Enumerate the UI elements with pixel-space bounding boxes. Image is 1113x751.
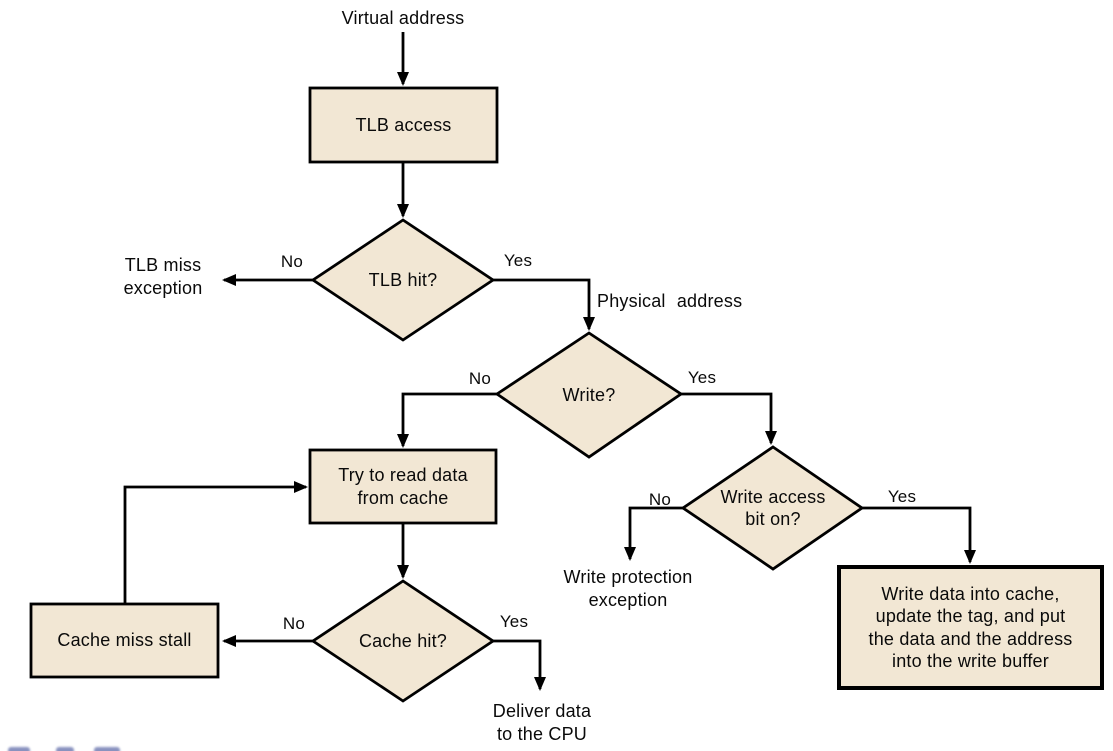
try-read-label: Try to read data from cache [338, 465, 468, 508]
tlb-hit-diamond [310, 218, 496, 342]
write-access-yes-label: Yes [887, 487, 917, 506]
cache-hit-yes-label: Yes [499, 612, 529, 631]
try-read-box [308, 448, 498, 525]
write-access-no-label: No [648, 490, 672, 509]
write-protection-exception-label: Write protection exception [563, 567, 693, 610]
cache-hit-label: Cache hit? [358, 630, 448, 651]
tlb-access-label: TLB access [355, 114, 452, 135]
edge-write-no [397, 392, 497, 448]
write-diamond [494, 331, 684, 459]
write-access-label: Write access bit on? [720, 486, 826, 530]
write-data-box [837, 565, 1104, 690]
cache-miss-stall-box [29, 602, 220, 679]
write-access-diamond [680, 445, 865, 571]
cache-hit-diamond [310, 579, 496, 703]
tlb-hit-yes-label: Yes [503, 251, 533, 270]
edge-writeaccess-no [624, 506, 683, 561]
edge-cachehit-yes [493, 639, 546, 691]
tlb-miss-exception-label: TLB miss exception [123, 255, 203, 298]
edge-write-yes [681, 392, 777, 445]
physical-address-label: Physical address [597, 291, 743, 311]
virtual-address-label: Virtual address [341, 8, 465, 28]
write-label: Write? [562, 384, 616, 405]
deliver-data-label: Deliver data to the CPU [492, 701, 592, 744]
edge-cachemiss-loop [123, 481, 308, 604]
cache-hit-no-label: No [282, 614, 306, 633]
edge-writeaccess-yes [862, 506, 976, 564]
write-data-label: Write data into cache, update the tag, a… [868, 583, 1073, 672]
cropped-footer-text-artifact [8, 745, 138, 751]
edge-tlbhit-yes [493, 278, 595, 331]
tlb-access-box [308, 86, 499, 164]
write-yes-label: Yes [687, 368, 717, 387]
cache-miss-stall-label: Cache miss stall [57, 630, 192, 651]
write-no-label: No [468, 369, 492, 388]
tlb-hit-no-label: No [280, 252, 304, 271]
tlb-hit-label: TLB hit? [368, 269, 438, 290]
